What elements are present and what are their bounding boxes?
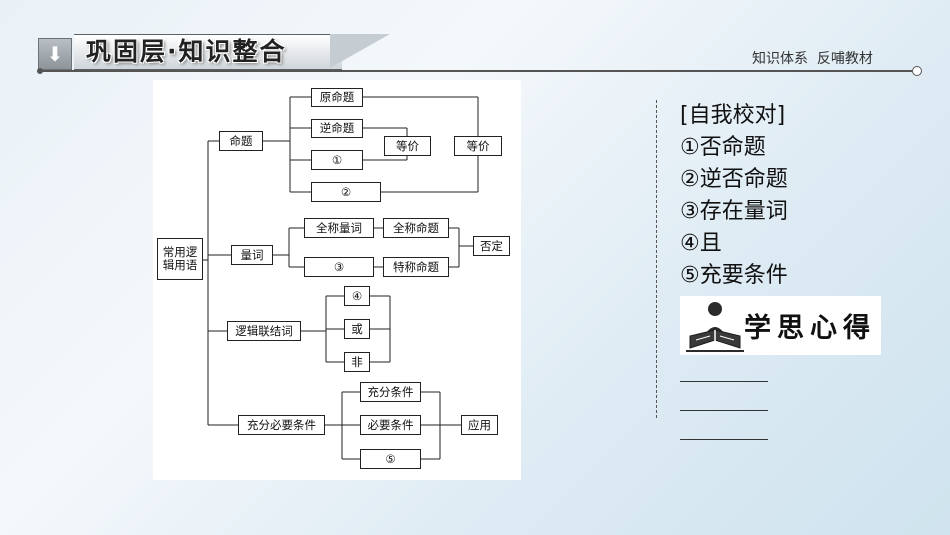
node-converse-proposition: 逆命题 [311,119,363,138]
node-original-proposition: 原命题 [311,88,363,107]
down-arrow-icon: ⬇ [38,38,72,70]
node-equivalent-large: 等价 [454,136,502,156]
answer-item: ③存在量词 [680,199,788,224]
title-band-slant [330,34,390,68]
branch-proposition: 命题 [219,131,263,151]
node-application: 应用 [461,415,498,435]
header-line-end-circle [912,66,922,76]
node-or: 或 [344,319,370,339]
answer-item: ④且 [680,231,722,256]
node-blank-5: ⑤ [360,449,421,469]
header-divider [40,70,912,72]
node-not: 非 [344,352,370,372]
answer-item: ②逆否命题 [680,167,788,192]
node-blank-3: ③ [304,257,374,277]
section-subtitle: 知识体系 反哺教材 [752,51,873,67]
answer-item: ①否命题 [680,135,766,160]
note-line [680,410,768,411]
branch-quantifier: 量词 [231,245,273,265]
branch-connective: 逻辑联结词 [227,321,301,341]
node-existential-proposition: 特称命题 [383,257,449,277]
reflection-banner: 学思心得 [680,296,881,355]
node-negation: 否定 [473,236,510,256]
answer-item: ⑤充要条件 [680,263,788,288]
branch-condition: 充分必要条件 [238,415,325,435]
section-title: 巩固层·知识整合 [86,37,287,66]
diagram-connectors [203,96,479,460]
node-necessary-condition: 必要条件 [360,415,421,435]
dashed-divider [656,100,657,418]
node-sufficient-condition: 充分条件 [360,382,421,402]
note-line [680,439,768,440]
root-node: 常用逻辑用语 [157,238,203,280]
note-line [680,381,768,382]
node-blank-4: ④ [344,286,370,306]
node-blank-1: ① [311,150,363,170]
section-header: ⬇ 巩固层·知识整合 知识体系 反哺教材 [0,0,950,80]
knowledge-structure-diagram: 常用逻辑用语 命题 量词 逻辑联结词 充分必要条件 原命题 逆命题 ① ② 等价… [153,80,521,480]
answers-heading: [自我校对] [680,103,786,128]
self-check-answers: [自我校对] ①否命题 ②逆否命题 ③存在量词 ④且 ⑤充要条件 [680,100,788,292]
node-universal-proposition: 全称命题 [383,218,449,238]
reading-person-icon [686,302,744,352]
node-blank-2: ② [311,182,381,202]
reflection-label: 学思心得 [744,313,876,344]
node-universal-quantifier: 全称量词 [304,218,374,238]
node-equivalent-small: 等价 [384,136,431,156]
title-band [74,34,342,70]
